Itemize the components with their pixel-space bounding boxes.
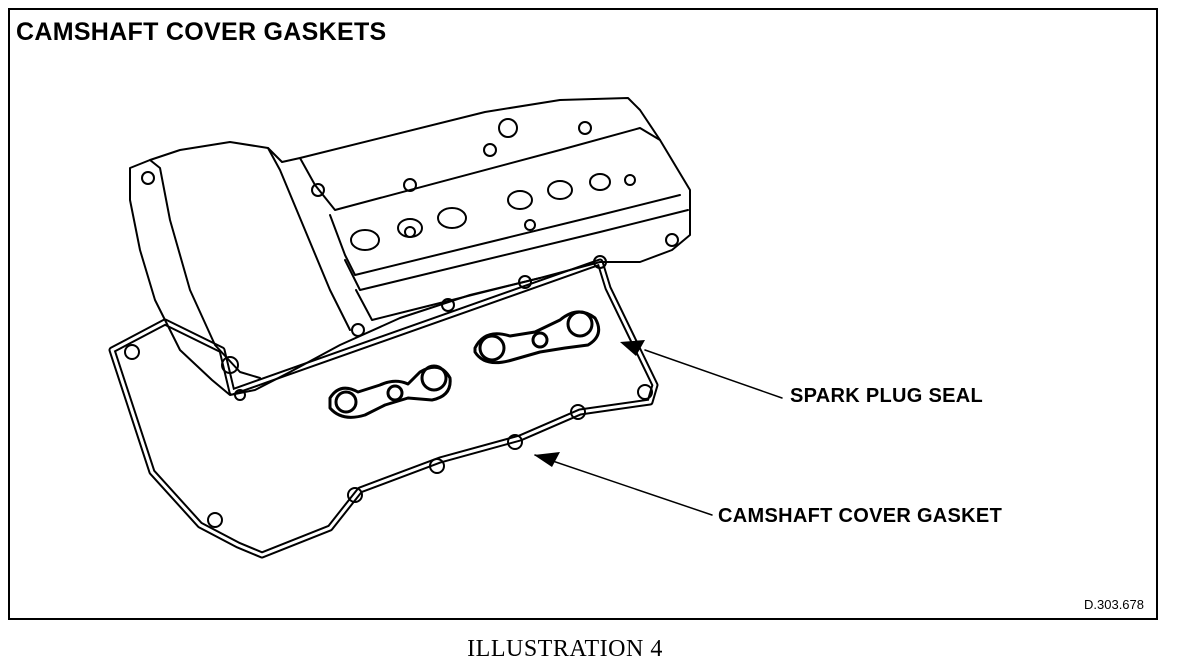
illustration-caption: ILLUSTRATION 4 — [467, 636, 663, 662]
figure-title: CAMSHAFT COVER GASKETS — [16, 18, 387, 46]
leader-lines — [534, 349, 783, 516]
camshaft-cover-shape — [129, 97, 691, 401]
drawing-code: D.303.678 — [1084, 597, 1144, 612]
leader-arrowheads — [534, 340, 645, 467]
figure-frame — [8, 8, 1158, 620]
spark-plug-seal-label: SPARK PLUG SEAL — [790, 385, 984, 407]
camshaft-cover-gasket-shape — [108, 258, 659, 559]
camshaft-cover-gasket-label: CAMSHAFT COVER GASKET — [718, 505, 1003, 527]
spark-plug-seal-shape — [328, 310, 601, 419]
